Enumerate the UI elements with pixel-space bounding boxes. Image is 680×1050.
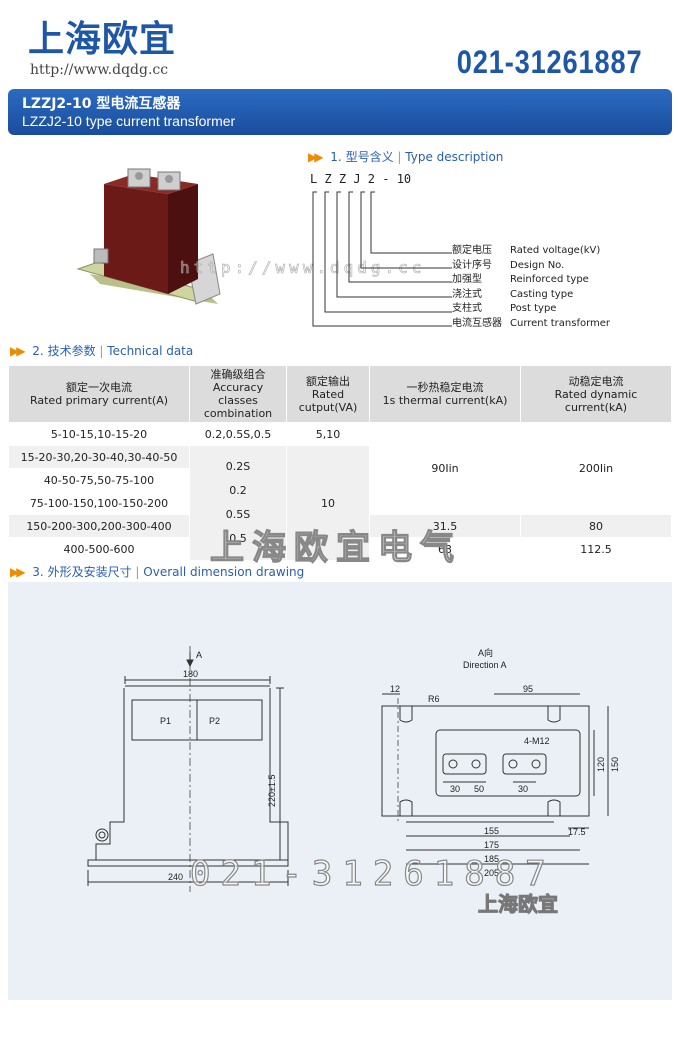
dim-175: 175 [484,840,499,850]
dim-150: 150 [610,757,620,772]
double-arrow-icon: ▶▶ [10,344,26,358]
dim-220: 220±1.5 [267,775,277,807]
dim-95: 95 [523,684,533,694]
type-section-title: ▶▶ 1. 型号含义 | Type description [308,150,504,164]
product-photo: http://www.dqdg.cc [8,144,422,319]
model-bracket-lines [312,191,452,327]
dim-30b: 30 [518,784,528,794]
dim-205: 205 [484,868,499,878]
title-banner: LZZJ2-10 型电流互感器 LZZJ2-10 type current tr… [8,89,672,135]
table-row: 5-10-15,10-15-20 0.2,0.5S,0.5 5,10 90Iin… [8,422,672,515]
dim-155: 155 [484,826,499,836]
dim-185: 185 [484,854,499,864]
dim-12: 12 [390,684,400,694]
title-cn: LZZJ2-10 型电流互感器 [22,96,181,112]
table-row: 40-50-75,50-75-100 [8,468,672,492]
double-arrow-icon: ▶▶ [308,150,324,164]
title-en: LZZJ2-10 type current transformer [22,113,236,129]
table-watermark: 上海欧宜电气 [209,527,462,568]
brand-logo-text: 上海欧宜 [28,19,177,60]
dim-50: 50 [474,784,484,794]
drawing-watermark-brand: 上海欧宜 [478,892,559,917]
dimension-drawing: A 180 P1 P2 220±1.5 240 A向 Direction A [8,582,672,1000]
phone-number: 021-31261887 [456,44,642,80]
website-url[interactable]: http://www.dqdg.cc [30,62,169,78]
dim-4-m12: 4-M12 [524,736,550,746]
tech-section-title: ▶▶ 2. 技术参数 | Technical data [10,344,194,358]
direction-a-en: Direction A [463,660,507,670]
label-p1: P1 [160,716,171,726]
table-row: 150-200-300,200-300-400 31.5 80 [8,514,672,538]
drawing-watermark-phone: 021-31261887 [189,853,556,894]
direction-a-cn: A向 [478,647,493,658]
model-code: L Z Z J 2 - 10 [310,172,412,186]
label-p2: P2 [209,716,220,726]
dim-180: 180 [183,669,198,679]
dim-17-5: 17.5 [568,827,586,837]
table-row: 400-500-600 63 112.5 [8,537,672,561]
dim-r6: R6 [428,694,440,704]
arrow-a-label: A [196,650,202,660]
dimension-section-title: ▶▶ 3. 外形及安装尺寸 | Overall dimension drawin… [10,565,305,579]
double-arrow-icon: ▶▶ [10,565,26,579]
dim-240: 240 [168,872,183,882]
dim-30a: 30 [450,784,460,794]
dim-120: 120 [596,757,606,772]
